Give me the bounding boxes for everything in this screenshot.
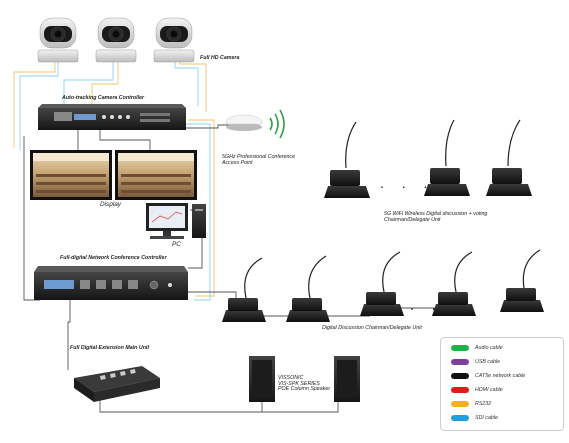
network-cable-swatch [451,373,469,379]
auto-tracking-controller [38,104,186,130]
pc-label: PC [172,241,181,248]
legend-item: RS232 [451,400,561,409]
wireless-continuation-dots: . . . [380,175,435,191]
usb-cable-swatch [451,359,469,365]
legend-item: Audio cable [451,344,561,353]
legend-item: USB cable [451,358,561,367]
conference-controller [34,266,188,300]
audio-cable-swatch [451,345,469,351]
pc-workstation [146,203,206,239]
wireless-units-label: 5G WiFi Wireless Digital discussion + vo… [384,211,488,223]
access-point-label: 5GHz Professional Conference Access Poin… [222,154,296,166]
cables [13,62,440,413]
ptz-camera-3 [153,17,195,63]
wireless-unit-3 [486,119,532,196]
wired-unit-5 [500,249,544,312]
legend-label: SDI cable [475,415,498,421]
legend-item: SDI cable [451,414,561,423]
display-label: Display [100,201,121,208]
wired-unit-4 [432,251,476,316]
wired-continuation-dots: . . . [410,297,465,313]
column-speaker-left [249,356,275,402]
access-point [225,109,285,139]
hdmi-cable-swatch [451,387,469,393]
display-right [115,150,197,200]
wireless-unit-2 [424,119,470,196]
camera-label: Full HD Camera [200,55,240,61]
cable-legend: Audio cable USB cable CAT5e network cabl… [440,337,564,431]
column-speaker-right [334,356,360,402]
wired-units-label: Digital Discussion Chairman/Delegate Uni… [322,325,422,331]
controller-label: Full-digital Network Conference Controll… [60,255,167,261]
ptz-camera-2 [95,17,137,63]
legend-label: USB cable [475,359,501,365]
ptz-camera-1 [37,17,79,63]
sdi-cable-swatch [451,415,469,421]
wired-unit-2 [286,255,330,322]
legend-item: CAT5e network cable [451,372,561,381]
extension-label: Full Digital Extension Main Unit [70,345,150,351]
wired-unit-1 [222,257,266,322]
speaker-label: VISSONIC VIS-SPK SERIES POE Column Speak… [278,375,331,393]
legend-label: HDMI cable [475,387,503,393]
display-left [30,150,112,200]
legend-label: CAT5e network cable [475,373,526,379]
tracker-label: Auto-tracking Camera Controller [62,95,145,101]
rs232-cable-swatch [451,401,469,407]
legend-label: RS232 [475,401,492,407]
wireless-unit-1 [324,121,370,198]
legend-label: Audio cable [475,345,503,351]
wired-unit-3 [360,251,404,316]
extension-main-unit [74,366,160,402]
legend-item: HDMI cable [451,386,561,395]
